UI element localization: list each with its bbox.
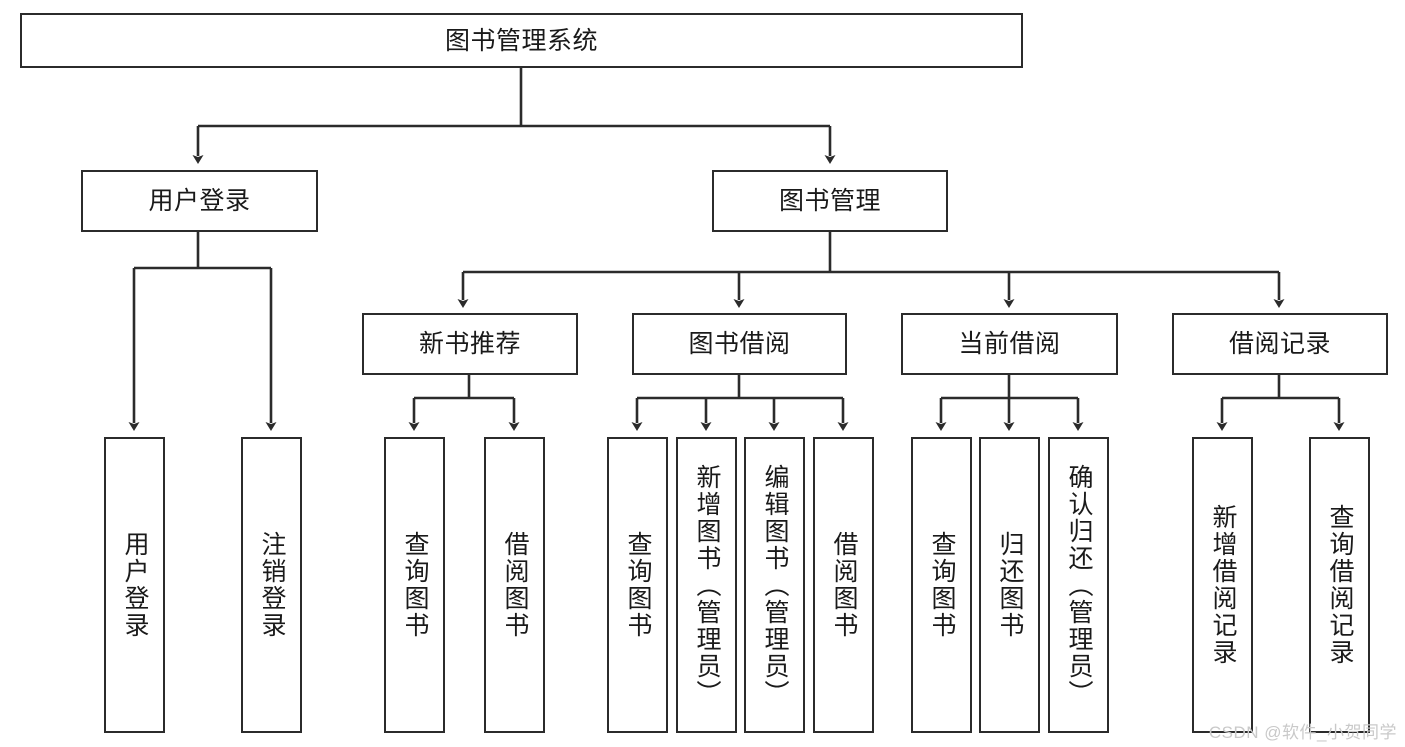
node-label: 借阅图书 — [501, 531, 529, 639]
node-label: 图书管理系统 — [444, 26, 598, 55]
node-book-manage[interactable]: 图书管理 — [712, 170, 948, 232]
node-leaf-logout-login[interactable]: 注销登录 — [241, 437, 302, 733]
node-label: 查询借阅记录 — [1326, 504, 1354, 666]
node-leaf-query-book-current[interactable]: 查询图书 — [911, 437, 972, 733]
node-user-login[interactable]: 用户登录 — [81, 170, 318, 232]
node-label: 借阅记录 — [1228, 330, 1331, 358]
node-root-book-management-system[interactable]: 图书管理系统 — [20, 13, 1023, 68]
node-leaf-add-book-admin[interactable]: 新增图书（管理员） — [676, 437, 737, 733]
node-leaf-query-book-borrow[interactable]: 查询图书 — [607, 437, 668, 733]
node-leaf-confirm-return-admin[interactable]: 确认归还（管理员） — [1048, 437, 1109, 733]
node-label: 新书推荐 — [418, 330, 521, 358]
node-label: 查询图书 — [624, 531, 652, 639]
node-leaf-query-borrow-record[interactable]: 查询借阅记录 — [1309, 437, 1370, 733]
node-label: 图书管理 — [778, 187, 881, 215]
node-leaf-query-book-recommend[interactable]: 查询图书 — [384, 437, 445, 733]
node-label: 新增借阅记录 — [1209, 504, 1237, 666]
node-book-borrow[interactable]: 图书借阅 — [632, 313, 847, 375]
node-label: 借阅图书 — [830, 531, 858, 639]
node-leaf-user-login[interactable]: 用户登录 — [104, 437, 165, 733]
node-leaf-edit-book-admin[interactable]: 编辑图书（管理员） — [744, 437, 805, 733]
node-leaf-borrow-book-borrow[interactable]: 借阅图书 — [813, 437, 874, 733]
node-label: 确认归还（管理员） — [1065, 463, 1093, 707]
node-leaf-borrow-book-recommend[interactable]: 借阅图书 — [484, 437, 545, 733]
node-label: 注销登录 — [258, 531, 286, 639]
node-label: 用户登录 — [148, 187, 251, 215]
node-label: 当前借阅 — [958, 330, 1061, 358]
node-label: 查询图书 — [401, 531, 429, 639]
node-label: 查询图书 — [928, 531, 956, 639]
node-leaf-return-book[interactable]: 归还图书 — [979, 437, 1040, 733]
node-new-book-recommend[interactable]: 新书推荐 — [362, 313, 578, 375]
node-label: 归还图书 — [996, 531, 1024, 639]
node-label: 新增图书（管理员） — [693, 463, 721, 707]
node-leaf-add-borrow-record[interactable]: 新增借阅记录 — [1192, 437, 1253, 733]
node-label: 用户登录 — [121, 531, 149, 639]
node-current-borrow[interactable]: 当前借阅 — [901, 313, 1118, 375]
node-label: 编辑图书（管理员） — [761, 463, 789, 707]
node-label: 图书借阅 — [688, 330, 791, 358]
node-borrow-record[interactable]: 借阅记录 — [1172, 313, 1388, 375]
csdn-watermark: CSDN @软件_小贺同学 — [1208, 723, 1397, 742]
